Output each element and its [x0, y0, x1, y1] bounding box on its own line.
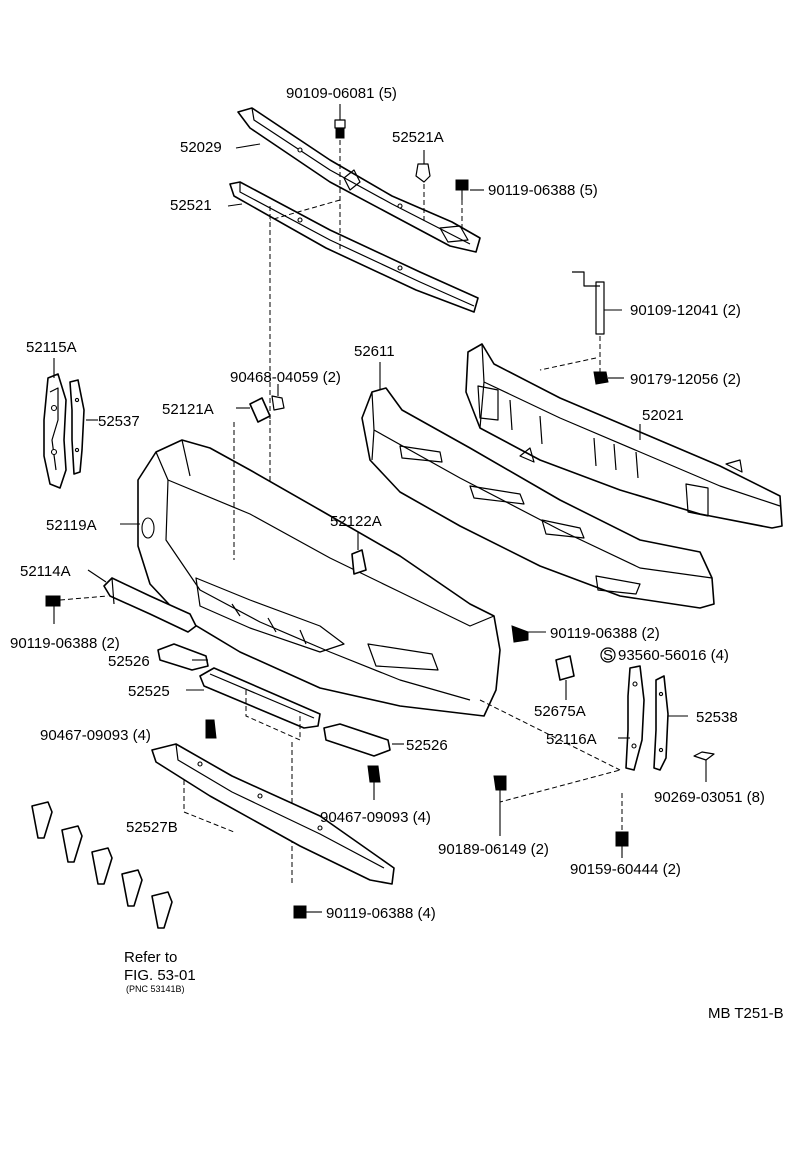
- label-90179-12056: 90179-12056 (2): [630, 371, 741, 388]
- cover-52526-left: [157, 643, 209, 671]
- label-90159-60444: 90159-60444 (2): [570, 861, 681, 878]
- bolt-90109-06081: [334, 104, 346, 139]
- label-93560-56016: 93560-56016 (4): [618, 647, 729, 664]
- clip-90467-09093-right: [367, 765, 381, 800]
- seal-mark: [600, 647, 616, 663]
- reinforcement-52021: [465, 343, 783, 529]
- label-90119-06388-bottom: 90119-06388 (4): [326, 905, 436, 922]
- side-retainer-52115A: [43, 373, 67, 489]
- absorber-52611: [361, 387, 715, 609]
- retainer-52538: [653, 675, 688, 771]
- label-90119-06388-left: 90119-06388 (2): [10, 635, 120, 652]
- label-90109-12041: 90109-12041 (2): [630, 302, 741, 319]
- screw-90269-03051: [693, 751, 715, 782]
- label-90189-06149: 90189-06149 (2): [438, 841, 549, 858]
- label-52611: 52611: [354, 343, 395, 360]
- bolt-90119-06388-top: [455, 179, 484, 200]
- bracket-52114A: [87, 569, 197, 633]
- label-52115A: 52115A: [26, 339, 77, 356]
- label-52116A: 52116A: [546, 731, 597, 748]
- label-52021: 52021: [642, 407, 684, 424]
- nut-90179-12056: [539, 336, 624, 385]
- clip-90467-09093-left: [205, 719, 217, 739]
- label-90467-09093-left: 90467-09093 (4): [40, 727, 151, 744]
- label-52527B: 52527B: [126, 819, 178, 836]
- cover-52525: [199, 667, 321, 729]
- cover-set: [31, 801, 173, 929]
- bumper-cover-52119A: [137, 439, 501, 717]
- bolt-90119-06388-right: [511, 625, 546, 643]
- label-90119-06388-top: 90119-06388 (5): [488, 182, 598, 199]
- label-52526-right: 52526: [406, 737, 448, 754]
- retainer-52521: [229, 181, 479, 313]
- label-52119A: 52119A: [46, 517, 97, 534]
- figure-code: MB T251-B: [708, 1005, 784, 1022]
- label-52521: 52521: [170, 197, 212, 214]
- label-52114A: 52114A: [20, 563, 71, 580]
- label-52537: 52537: [98, 413, 140, 430]
- refer-line3: (PNC 53141B): [126, 984, 185, 994]
- label-90119-06388-right: 90119-06388 (2): [550, 625, 660, 642]
- label-52029: 52029: [180, 139, 222, 156]
- label-90467-09093-right: 90467-09093 (4): [320, 809, 431, 826]
- bolt-90109-12041: [572, 271, 622, 335]
- label-52675A: 52675A: [534, 703, 586, 720]
- bolt-90159-60444: [615, 790, 629, 858]
- reinforcement-52029: [237, 107, 481, 253]
- label-52122A: 52122A: [330, 513, 382, 530]
- refer-line2: FIG. 53-01: [124, 967, 196, 984]
- label-52526-left: 52526: [108, 653, 150, 670]
- clip-52675A: [555, 655, 575, 700]
- label-52521A: 52521A: [392, 129, 444, 146]
- label-90468-04059: 90468-04059 (2): [230, 369, 341, 386]
- label-90109-06081: 90109-06081 (5): [286, 85, 397, 102]
- bolt-90119-06388-bottom: [293, 905, 322, 919]
- side-retainer-52537: [69, 379, 85, 475]
- retainer-52116A: [618, 665, 645, 771]
- leader-lines: [53, 143, 641, 691]
- clip-52521A: [415, 150, 431, 183]
- cover-52526-right: [323, 723, 404, 757]
- lower-cover-52527B: [151, 743, 395, 885]
- bracket-52121A: [236, 384, 285, 423]
- label-52525: 52525: [128, 683, 170, 700]
- bracket-52122A: [351, 532, 367, 575]
- label-52538: 52538: [696, 709, 738, 726]
- label-52121A: 52121A: [162, 401, 214, 418]
- label-90269-03051: 90269-03051 (8): [654, 789, 765, 806]
- bolt-90189-06149: [493, 769, 621, 836]
- s-mark-text: S: [603, 647, 613, 664]
- refer-line1: Refer to: [124, 949, 177, 966]
- bolt-90119-06388-left: [45, 595, 109, 624]
